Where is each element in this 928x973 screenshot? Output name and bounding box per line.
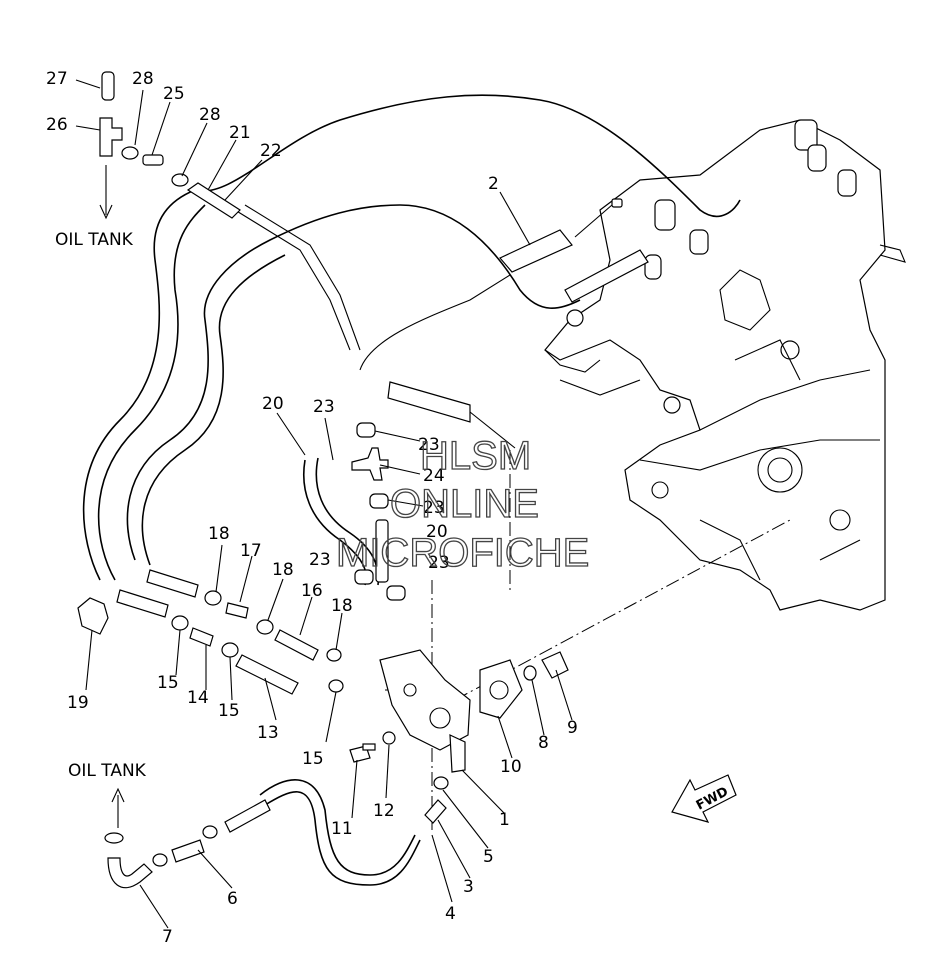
part-21-hose-end [186, 182, 241, 219]
callout-23-d: 23 [309, 550, 331, 570]
callout-12: 12 [373, 801, 395, 821]
callout-5: 5 [483, 847, 494, 867]
part-28-clip [121, 146, 139, 160]
part-6-joint [171, 839, 205, 863]
part-2-cable [499, 229, 573, 273]
callout-3: 3 [463, 877, 474, 897]
callout-6: 6 [227, 889, 238, 909]
part-24-tee [351, 447, 389, 481]
part-10-gasket [479, 659, 523, 719]
callout-18-c: 18 [331, 596, 353, 616]
oil-tank-label-bottom: OIL TANK [68, 761, 147, 781]
callout-8: 8 [538, 733, 549, 753]
oil-tank-label-top: OIL TANK [55, 230, 134, 250]
callout-28: 28 [132, 69, 154, 89]
part-16-hose [274, 629, 319, 661]
part-28-clip-2 [171, 173, 189, 187]
callout-7: 7 [162, 927, 173, 947]
watermark-line-1: HLSM [420, 434, 531, 478]
part-19-bracket [77, 597, 109, 635]
part-14-joint [189, 627, 214, 647]
callout-15-b: 15 [218, 701, 240, 721]
callout-10: 10 [500, 757, 522, 777]
part-7-elbow [107, 857, 153, 889]
callout-numbers: 27 26 28 25 28 21 22 2 20 23 23 24 23 20… [46, 69, 578, 947]
callout-23-c: 23 [423, 498, 445, 518]
part-25-joint [142, 154, 164, 166]
callout-leaders [75, 79, 573, 929]
engine-block [544, 119, 906, 611]
callout-22: 22 [260, 141, 282, 161]
callout-9: 9 [567, 718, 578, 738]
part-9-pin [541, 651, 569, 679]
callout-27: 27 [46, 69, 68, 89]
callout-19: 19 [67, 693, 89, 713]
callout-18-b: 18 [272, 560, 294, 580]
part-12-washer [382, 731, 396, 745]
part-17-joint [225, 602, 249, 619]
callout-23-b: 23 [418, 435, 440, 455]
part-3-hose-end [424, 799, 447, 824]
callout-18: 18 [208, 524, 230, 544]
callout-25: 25 [163, 84, 185, 104]
oil-hoses [82, 94, 741, 886]
callout-20: 20 [262, 394, 284, 414]
part-5-clip [433, 776, 449, 790]
callout-1: 1 [499, 810, 510, 830]
callout-17: 17 [240, 541, 262, 561]
callout-24: 24 [423, 466, 445, 486]
callout-23: 23 [313, 397, 335, 417]
watermark-line-3: MICROFICHE [336, 531, 589, 575]
part-20-hose [375, 519, 389, 583]
part-2-cable-lower [387, 381, 471, 423]
callout-15-c: 15 [302, 749, 324, 769]
callout-16: 16 [301, 581, 323, 601]
callout-26: 26 [46, 115, 68, 135]
parts [77, 71, 649, 889]
watermark: HLSM ONLINE MICROFICHE [335, 433, 590, 575]
callout-11: 11 [331, 819, 353, 839]
part-13-hose [235, 654, 299, 695]
callout-21: 21 [229, 123, 251, 143]
callout-23-e: 23 [428, 553, 450, 573]
part-26-tee-joint [99, 117, 123, 157]
callout-20-b: 20 [426, 522, 448, 542]
part-8-o-ring [523, 665, 537, 681]
part-1-elbow [449, 734, 466, 773]
oil-tank-arrows [99, 165, 125, 828]
callout-2: 2 [488, 174, 499, 194]
fwd-arrow: FWD [671, 774, 737, 823]
callout-15: 15 [157, 673, 179, 693]
callout-28-second: 28 [199, 105, 221, 125]
callout-4: 4 [445, 904, 456, 924]
callout-14: 14 [187, 688, 209, 708]
part-27-plug [101, 71, 115, 101]
watermark-line-2: ONLINE [390, 482, 539, 526]
callout-13: 13 [257, 723, 279, 743]
